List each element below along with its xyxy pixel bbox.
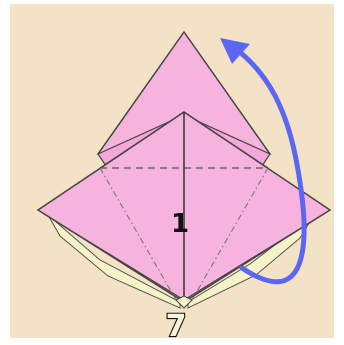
step-number: 7 — [166, 309, 187, 344]
fold-marker-label: 1 — [171, 209, 189, 239]
